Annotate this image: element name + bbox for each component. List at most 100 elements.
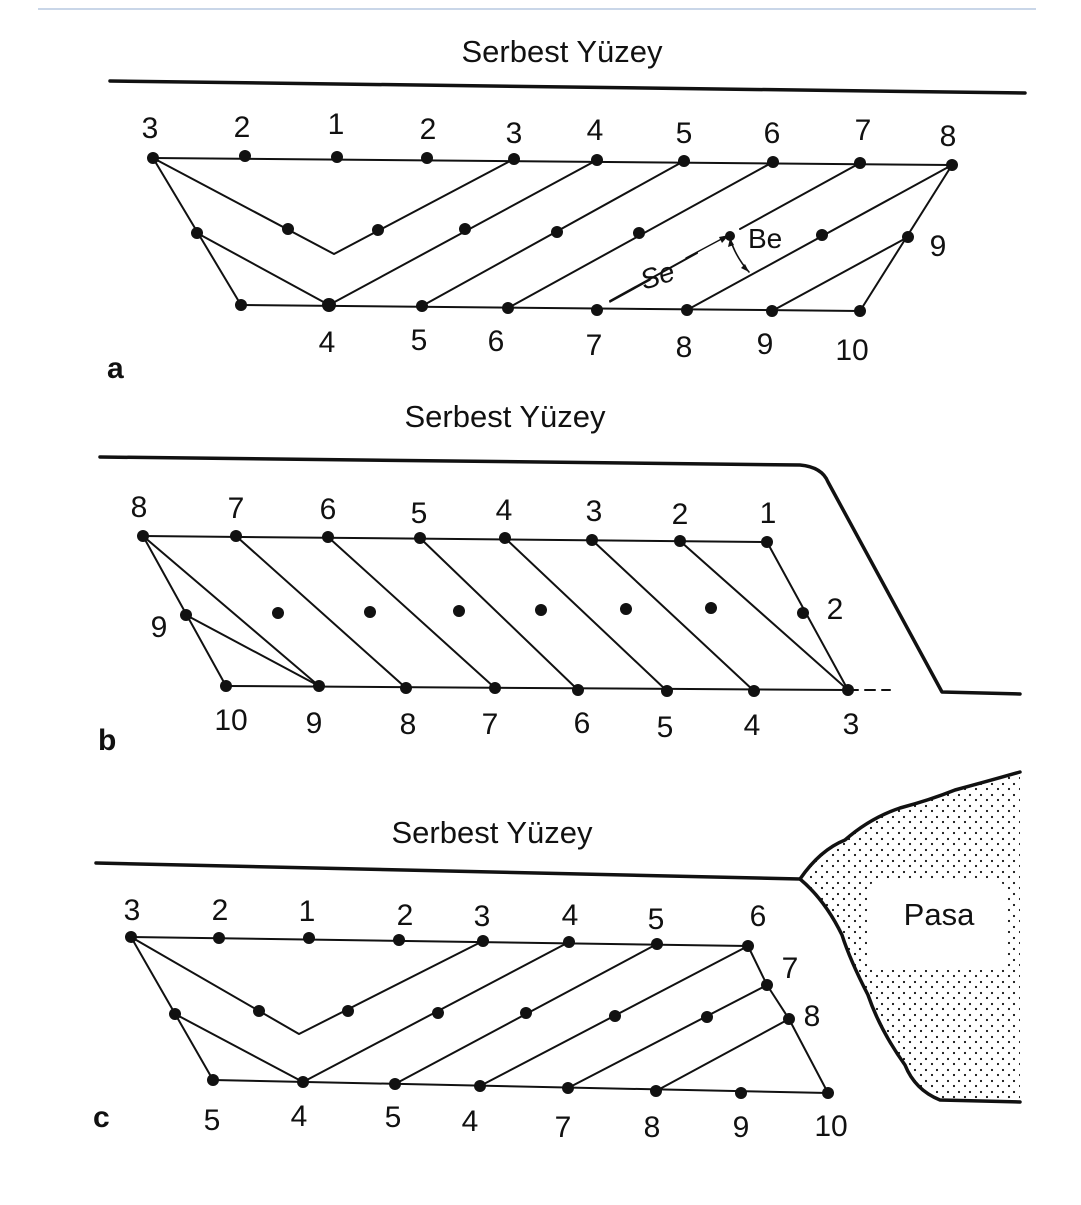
blast-hole (213, 932, 225, 944)
blast-hole (816, 229, 828, 241)
blast-hole (400, 682, 412, 694)
blast-hole (499, 532, 511, 544)
blast-hole (137, 530, 149, 542)
delay-number: 7 (855, 114, 872, 147)
blast-hole (822, 1087, 834, 1099)
blast-hole (701, 1011, 713, 1023)
free-surface-line (98, 455, 1022, 696)
delay-number: 10 (835, 334, 868, 367)
blast-hole (842, 684, 854, 696)
blast-hole (207, 1074, 219, 1086)
delay-number: 7 (555, 1111, 572, 1144)
delay-number: 5 (648, 903, 665, 936)
blast-hole (282, 223, 294, 235)
hole-connections (130, 936, 829, 1094)
delay-number: 1 (760, 497, 777, 530)
delay-number: 4 (587, 114, 604, 147)
delay-number: 6 (488, 325, 505, 358)
blast-hole (946, 159, 958, 171)
delay-number: 8 (131, 491, 148, 524)
blast-hole (421, 152, 433, 164)
delay-number: 10 (814, 1110, 847, 1143)
blast-holes (125, 931, 834, 1099)
delay-number: 6 (764, 117, 781, 150)
delay-number: 4 (319, 326, 336, 359)
delay-numbers: 8 7 6 5 4 3 2 1 9 2 10 9 8 7 6 5 4 3 (131, 491, 860, 744)
delay-number: 2 (234, 111, 251, 144)
blast-hole (633, 227, 645, 239)
blast-hole (783, 1013, 795, 1025)
blast-hole (766, 305, 778, 317)
muck-pile-face-edge (798, 877, 1022, 1104)
delay-number: 9 (930, 230, 947, 263)
burden-label: Be (748, 223, 782, 254)
delay-numbers: 3 2 1 2 3 4 5 6 7 8 9 4 5 6 7 8 9 10 (142, 108, 957, 367)
delay-number: 8 (400, 708, 417, 741)
delay-number: 6 (320, 493, 337, 526)
delay-number: 4 (291, 1100, 308, 1133)
delay-numbers: 3 2 1 2 3 4 5 6 7 8 5 4 5 4 7 8 9 10 (124, 894, 848, 1144)
blast-hole (661, 685, 673, 697)
free-surface-title: Serbest Yüzey (391, 815, 593, 850)
blast-hole (502, 302, 514, 314)
blast-hole (508, 153, 520, 165)
blast-hole (389, 1078, 401, 1090)
blast-hole (235, 299, 247, 311)
panel-letter: a (107, 352, 124, 385)
delay-number: 1 (299, 895, 316, 928)
blast-hole (678, 155, 690, 167)
delay-number: 7 (782, 952, 799, 985)
delay-number: 9 (733, 1111, 750, 1144)
blast-hole (191, 227, 203, 239)
delay-number: 4 (744, 709, 761, 742)
blast-hole (147, 152, 159, 164)
blast-hole (372, 224, 384, 236)
delay-number: 2 (672, 498, 689, 531)
delay-number: 8 (676, 331, 693, 364)
delay-number: 7 (228, 492, 245, 525)
delay-number: 2 (827, 593, 844, 626)
annotation-se-be: Se Be (609, 223, 782, 303)
blast-hole (705, 602, 717, 614)
blast-hole (761, 979, 773, 991)
panel-b: Serbest Yüzey (98, 399, 1022, 757)
blast-hole (459, 223, 471, 235)
panel-letter: b (98, 724, 116, 757)
delay-number: 9 (151, 611, 168, 644)
blast-hole (902, 231, 914, 243)
blast-hole (681, 304, 693, 316)
delay-number: 9 (757, 328, 774, 361)
blast-hole (453, 605, 465, 617)
delay-number: 3 (586, 495, 603, 528)
blast-hole (477, 935, 489, 947)
panel-letter: c (93, 1101, 110, 1134)
blast-hole (767, 156, 779, 168)
blast-hole (725, 231, 735, 241)
blast-hole (489, 682, 501, 694)
delay-number: 7 (586, 329, 603, 362)
free-surface-title: Serbest Yüzey (404, 399, 606, 434)
delay-number: 2 (420, 113, 437, 146)
blast-hole (520, 1007, 532, 1019)
delay-number: 6 (750, 900, 767, 933)
blast-hole (297, 1076, 309, 1088)
delay-number: 5 (385, 1101, 402, 1134)
blast-hole (432, 1007, 444, 1019)
blast-hole (322, 531, 334, 543)
delay-number: 5 (204, 1104, 221, 1137)
blast-hole (551, 226, 563, 238)
delay-number: 8 (804, 1000, 821, 1033)
delay-number: 8 (940, 120, 957, 153)
blast-hole (416, 300, 428, 312)
delay-number: 9 (306, 707, 323, 740)
delay-number: 6 (574, 707, 591, 740)
muck-pile: Pasa (798, 770, 1022, 1104)
delay-number: 5 (657, 711, 674, 744)
delay-number: 10 (214, 704, 247, 737)
delay-number: 5 (411, 324, 428, 357)
panel-a: Serbest Yüzey Se Be (107, 34, 1027, 385)
blast-hole (674, 535, 686, 547)
blast-hole (253, 1005, 265, 1017)
delay-number: 5 (411, 497, 428, 530)
blast-hole (854, 157, 866, 169)
